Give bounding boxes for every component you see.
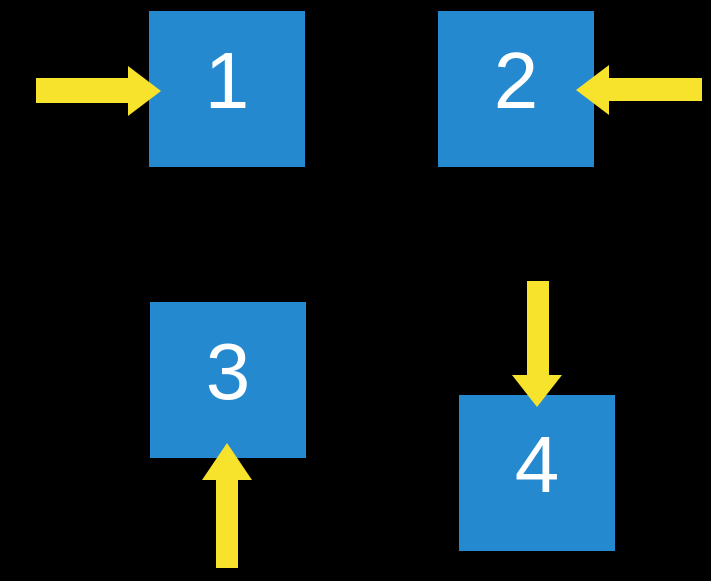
box-1: 1 bbox=[149, 11, 305, 167]
arrow-down-icon bbox=[527, 281, 549, 376]
arrow-left-icon bbox=[608, 78, 702, 101]
box-3-label: 3 bbox=[205, 327, 251, 416]
arrow-right-icon bbox=[36, 78, 128, 103]
box-2: 2 bbox=[438, 11, 594, 167]
arrow-up-icon bbox=[202, 443, 252, 480]
arrow-right-icon bbox=[128, 66, 161, 116]
arrow-left-icon bbox=[576, 65, 609, 115]
box-4: 4 bbox=[459, 395, 615, 551]
box-2-label: 2 bbox=[493, 36, 539, 125]
box-4-label: 4 bbox=[514, 420, 560, 509]
box-3: 3 bbox=[150, 302, 306, 458]
arrow-down-icon bbox=[512, 375, 562, 407]
arrow-up-icon bbox=[216, 478, 238, 568]
box-1-label: 1 bbox=[204, 36, 250, 125]
